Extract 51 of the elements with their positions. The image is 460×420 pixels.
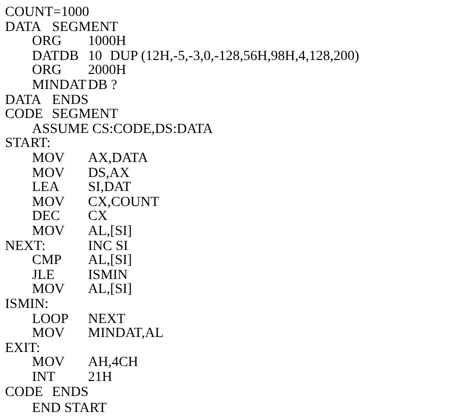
code-text: AX,DATA — [88, 151, 148, 166]
code-text: DUP (12H,-5,-3,0,-128,56H,98H,4,128,200) — [110, 48, 360, 64]
code-text: INC SI — [88, 238, 128, 254]
code-text: MOV — [32, 326, 65, 342]
code-text: INT — [32, 370, 56, 385]
code-text: MOV — [32, 355, 65, 370]
code-text: ISMIN — [88, 268, 128, 283]
code-text: MOV — [32, 166, 65, 181]
code-text: SEGMENT — [52, 107, 118, 122]
code-text: 1000H — [88, 34, 126, 50]
code-text: END START — [32, 401, 107, 416]
code-text: MOV — [32, 224, 65, 239]
code-text: LOOP — [32, 312, 69, 327]
code-text: LEA — [32, 180, 60, 196]
code-text: MINDAT — [32, 78, 86, 93]
code-text: ORG — [32, 34, 62, 50]
code-text: CODE — [5, 384, 44, 400]
code-text: CX — [88, 209, 108, 224]
code-text: CX,COUNT — [88, 194, 160, 210]
code-text: COUNT=1000 — [5, 5, 90, 20]
code-text: 2000H — [88, 63, 126, 78]
code-text: AL,[SI] — [88, 224, 132, 239]
code-text: AH,4CH — [88, 355, 138, 370]
code-text: AL,[SI] — [88, 253, 132, 268]
code-text: ORG — [32, 63, 62, 78]
code-text: DB ? — [88, 78, 118, 93]
code-text: 10 — [88, 48, 102, 64]
code-text: MOV — [32, 151, 65, 166]
code-text: 21H — [88, 370, 112, 385]
code-text: ASSUME CS:CODE,DS:DATA — [32, 122, 213, 137]
code-text: ENDS — [52, 384, 89, 400]
code-text: NEXT — [88, 312, 126, 327]
code-text: DATDB — [32, 48, 79, 64]
code-text: CODE — [5, 107, 44, 122]
code-text: SI,DAT — [88, 180, 132, 196]
code-text: SEGMENT — [52, 20, 118, 35]
code-text: EXIT: — [5, 340, 40, 356]
code-text: DS,AX — [88, 166, 130, 181]
code-text: ISMIN: — [5, 297, 49, 312]
code-text: MOV — [32, 282, 65, 298]
code-text: DATA — [5, 20, 42, 35]
code-text: NEXT: — [5, 238, 46, 254]
code-text: AL,[SI] — [88, 282, 132, 298]
code-text: CMP — [32, 253, 62, 268]
code-text: DATA — [5, 92, 42, 108]
code-text: MOV — [32, 194, 65, 210]
code-text: START: — [5, 136, 51, 152]
code-text: JLE — [32, 268, 55, 283]
code-text: ENDS — [52, 92, 89, 108]
code-text: DEC — [32, 209, 60, 224]
code-text: MINDAT,AL — [88, 326, 164, 342]
